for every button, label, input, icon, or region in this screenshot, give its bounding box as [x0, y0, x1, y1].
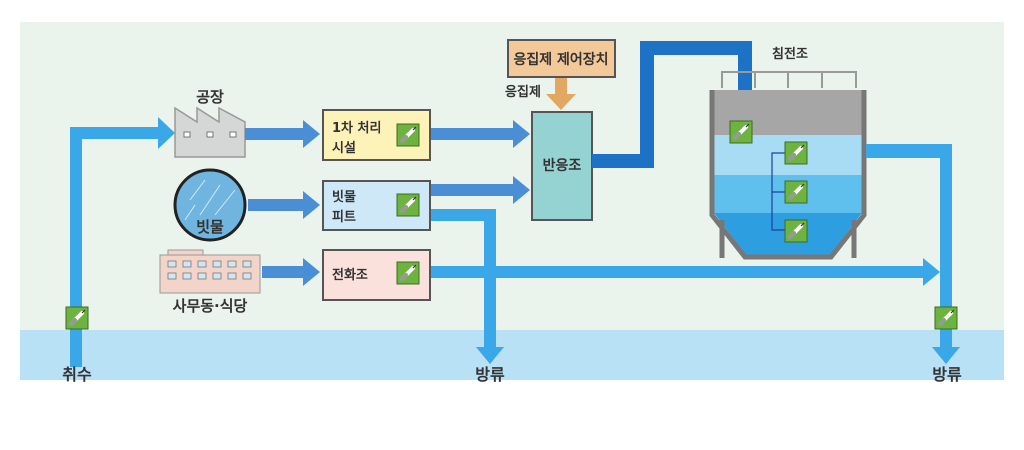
- sensor-icon: [783, 218, 809, 244]
- clarifier-discharge-flow: [866, 144, 960, 364]
- septic-tank-box: 전화조: [322, 249, 431, 301]
- rain-pit-label: 빗물: [332, 189, 356, 205]
- sensor-icon: [395, 260, 421, 286]
- rain-pit-label-2: 피트: [332, 210, 356, 225]
- office-building-icon: [159, 249, 261, 294]
- sensor-icon: [783, 140, 809, 166]
- rain-icon: [173, 168, 247, 242]
- office-label: 사무동·식당: [173, 297, 248, 315]
- water-body: [20, 330, 1004, 380]
- rainwater-label: 빗물: [196, 218, 224, 236]
- coagulant-controller-label: 응집제 제어장치: [513, 51, 608, 68]
- intake-label: 취수: [62, 365, 92, 384]
- discharge-middle-label: 방류: [475, 365, 505, 384]
- coagulant-label: 응집제: [505, 85, 541, 100]
- primary-treatment-label: 1차 처리: [332, 120, 381, 136]
- sensor-icon: [395, 122, 421, 148]
- sensor-icon: [783, 179, 809, 205]
- septic-flow: [430, 258, 940, 286]
- sensor-icon: [64, 305, 90, 331]
- discharge-right-label: 방류: [932, 365, 962, 384]
- rain-discharge-flow: [430, 209, 504, 364]
- clarifier-label: 침전조: [772, 46, 808, 62]
- coagulant-arrow: [546, 78, 576, 110]
- septic-tank-label: 전화조: [332, 267, 368, 283]
- flow-arrows: [245, 120, 530, 286]
- sensor-icon: [933, 305, 959, 331]
- reactor-label: 반응조: [543, 157, 582, 174]
- clarifier-tank-icon: [709, 71, 867, 260]
- factory-label: 공장: [196, 88, 224, 106]
- reactor-tank: 반응조: [531, 111, 593, 221]
- sensor-icon: [728, 119, 754, 145]
- primary-treatment-box: 1차 처리 시설: [322, 109, 431, 161]
- rain-pit-box: 빗물 피트: [322, 180, 431, 231]
- sensor-icon: [395, 192, 421, 218]
- coagulant-controller-box: 응집제 제어장치: [507, 39, 616, 78]
- factory-icon: [174, 106, 246, 158]
- primary-treatment-label-2: 시설: [332, 141, 356, 156]
